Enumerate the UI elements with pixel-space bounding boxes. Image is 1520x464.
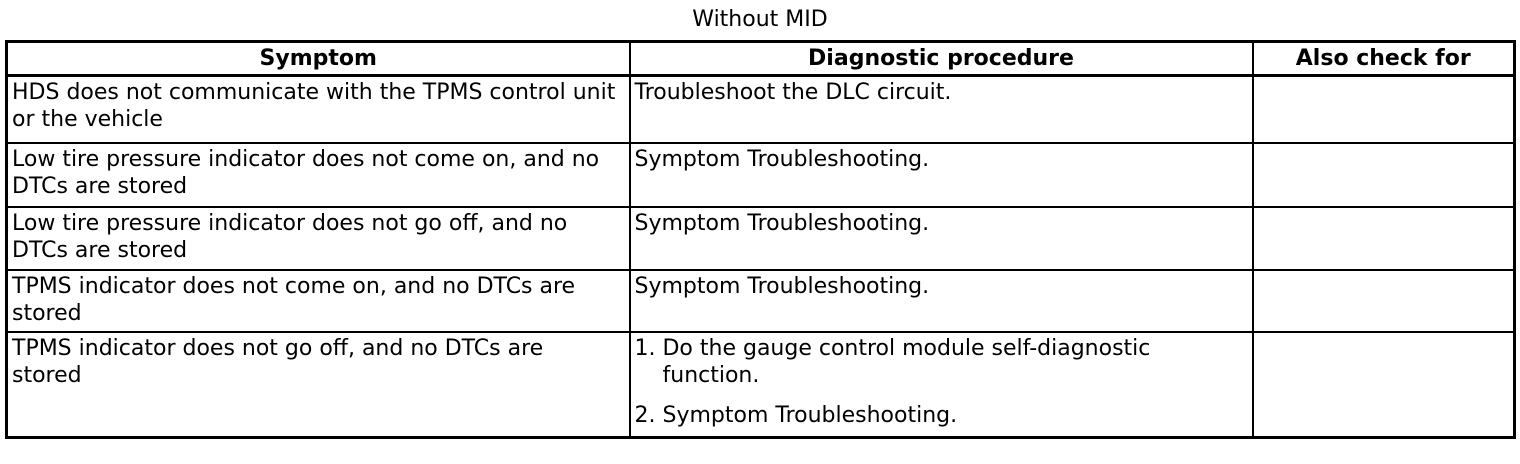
symptom-cell: Low tire pressure indicator does not com…	[5, 141, 631, 208]
also-check-cell	[1251, 330, 1516, 439]
symptom-text: stored	[12, 300, 82, 326]
symptom-text: TPMS indicator does not go off, and no D…	[12, 335, 544, 361]
symptom-cell: HDS does not communicate with the TPMS c…	[5, 74, 631, 144]
procedure-cell: Symptom Troubleshooting.	[628, 268, 1254, 333]
symptom-text: Low tire pressure indicator does not go …	[12, 210, 568, 236]
diagnostic-table: Symptom Diagnostic procedure Also check …	[5, 40, 1516, 439]
symptom-text: DTCs are stored	[12, 173, 188, 199]
page-title: Without MID	[692, 7, 828, 32]
symptom-text: or the vehicle	[12, 107, 163, 132]
table-row: HDS does not communicate with the TPMS c…	[5, 74, 1516, 144]
table-header-row: Symptom Diagnostic procedure Also check …	[5, 40, 1516, 77]
also-check-cell	[1251, 268, 1516, 333]
column-header-diagnostic-procedure: Diagnostic procedure	[628, 40, 1254, 77]
symptom-text: TPMS indicator does not come on, and no …	[12, 273, 576, 299]
table-row: TPMS indicator does not come on, and no …	[5, 268, 1516, 333]
procedure-cell: Symptom Troubleshooting.	[628, 205, 1254, 271]
procedure-step-text: function.	[662, 362, 760, 388]
symptom-text: stored	[12, 362, 82, 388]
procedure-text: Symptom Troubleshooting.	[634, 210, 930, 236]
procedure-cell: 1. Do the gauge control module self-diag…	[628, 330, 1254, 439]
table-row: TPMS indicator does not go off, and no D…	[5, 330, 1516, 439]
symptom-text: DTCs are stored	[12, 237, 188, 263]
symptom-text: Low tire pressure indicator does not com…	[12, 146, 600, 172]
procedure-text: Symptom Troubleshooting.	[634, 146, 930, 172]
also-check-cell	[1251, 205, 1516, 271]
procedure-cell: Troubleshoot the DLC circuit.	[628, 74, 1254, 144]
column-header-also-check-for: Also check for	[1251, 40, 1516, 77]
procedure-step-text: 1. Do the gauge control module self-diag…	[634, 335, 1151, 361]
table-row: Low tire pressure indicator does not go …	[5, 205, 1516, 271]
procedure-cell: Symptom Troubleshooting.	[628, 141, 1254, 208]
symptom-text: HDS does not communicate with the TPMS c…	[12, 80, 616, 105]
symptom-cell: Low tire pressure indicator does not go …	[5, 205, 631, 271]
procedure-step: 2. Symptom Troubleshooting.	[635, 402, 1249, 429]
procedure-text: Symptom Troubleshooting.	[634, 273, 930, 299]
symptom-cell: TPMS indicator does not go off, and no D…	[5, 330, 631, 439]
procedure-text: Troubleshoot the DLC circuit.	[634, 80, 952, 105]
table-row: Low tire pressure indicator does not com…	[5, 141, 1516, 208]
symptom-cell: TPMS indicator does not come on, and no …	[5, 268, 631, 333]
also-check-cell	[1251, 74, 1516, 144]
procedure-step: 1. Do the gauge control module self-diag…	[635, 335, 1249, 389]
also-check-cell	[1251, 141, 1516, 208]
column-header-symptom: Symptom	[5, 40, 631, 77]
procedure-step-text: 2. Symptom Troubleshooting.	[634, 402, 958, 428]
